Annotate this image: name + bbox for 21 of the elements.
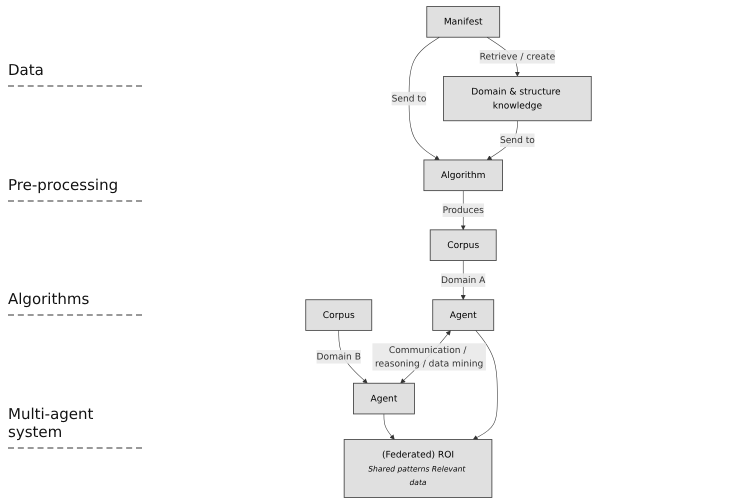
node-box: Agent [432,299,494,331]
edge-label: Send to [500,134,535,146]
node-box: Domain & structure knowledge [443,76,592,122]
edge-label: Retrieve / create [480,51,556,62]
arrow [472,330,498,440]
node-box: Manifest [426,6,500,38]
band-label: Data [8,55,142,88]
edge-label: Domain A [441,274,486,286]
arrow [408,36,440,160]
node-box: Corpus [430,229,497,261]
arrow [384,414,395,440]
band-label: Multi-agent system [8,398,142,449]
edge-label: Send to [392,92,426,104]
edge-label: Communication / reasoning / data mining [375,344,484,369]
band-label: Pre-processing [8,170,142,202]
edge-label: Domain B [316,351,361,362]
node-box: Agent [353,382,415,414]
node-box: Corpus [305,299,372,331]
node-box: Algorithm [423,160,503,192]
band-label: Algorithms [8,284,142,316]
edge-label: Produces [442,204,484,216]
